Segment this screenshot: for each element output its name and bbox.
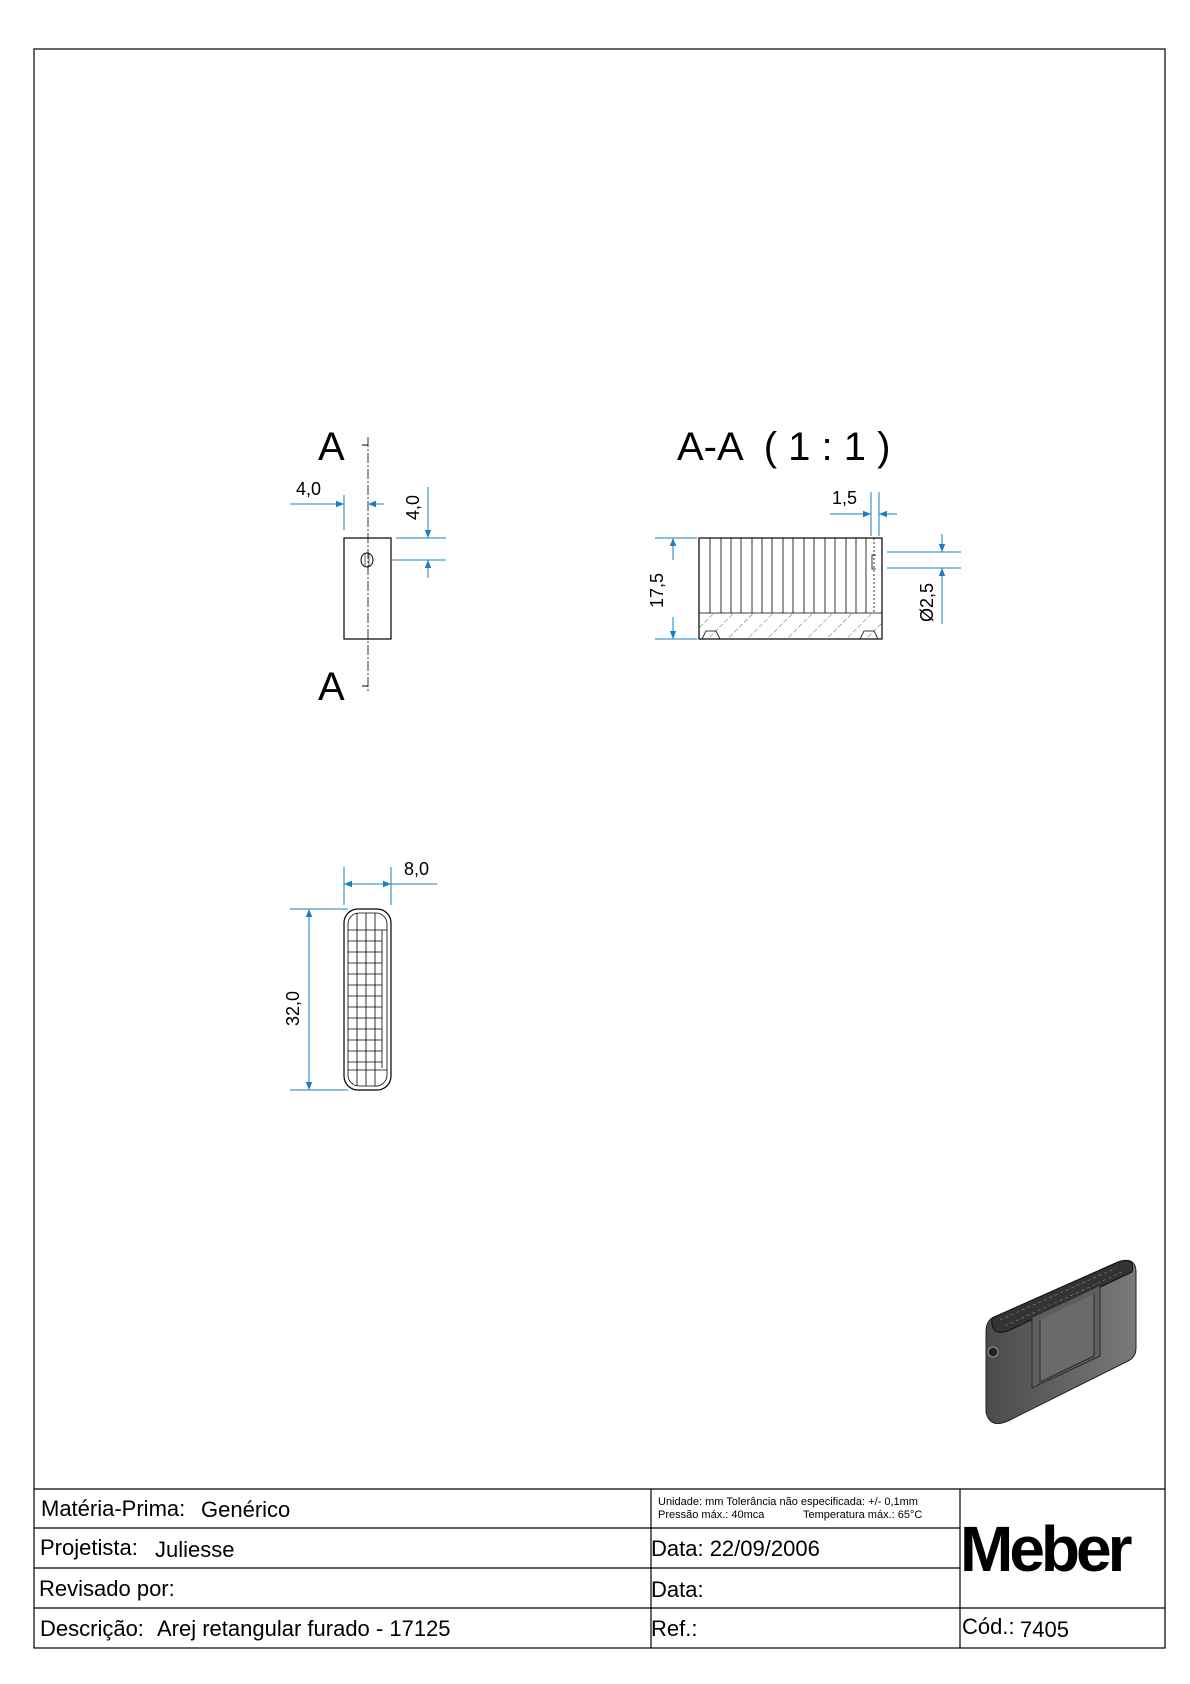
dim-length: 32,0 xyxy=(283,991,303,1026)
section-label-bottom: A xyxy=(318,665,345,709)
section-outline xyxy=(698,537,883,640)
dim-height: 17,5 xyxy=(647,573,667,608)
title-block-grid xyxy=(34,1488,1165,1648)
cod-label: Cód.: xyxy=(962,1614,1015,1639)
dim-vertical: 4,0 xyxy=(403,495,423,520)
ref-label: Ref.: xyxy=(651,1616,698,1641)
revisado-label: Revisado por: xyxy=(39,1576,175,1601)
descricao-label: Descrição: xyxy=(40,1616,144,1641)
section-label-top: A xyxy=(318,425,345,469)
dim-horizontal: 4,0 xyxy=(296,479,321,499)
bottom-outline xyxy=(343,908,392,1091)
materia-value: Genérico xyxy=(201,1497,291,1522)
front-outline xyxy=(343,537,392,640)
projetista-label: Projetista: xyxy=(40,1535,138,1560)
section-title: A-A ( 1 : 1 ) xyxy=(677,425,890,469)
notes-line-1: Unidade: mm Tolerância não especificada:… xyxy=(658,1496,918,1508)
notes-line-2-pressure: Pressão máx.: 40mca xyxy=(658,1509,765,1521)
notes-line-2-temperature: Temperatura máx.: 65°C xyxy=(803,1509,923,1521)
hole xyxy=(360,552,374,568)
meber-logo: Meber xyxy=(960,1513,1132,1585)
cod-value: 7405 xyxy=(1020,1617,1069,1642)
bottom-view: 8,0 32,0 xyxy=(283,859,437,1091)
data-created: Data: 22/09/2006 xyxy=(651,1536,820,1561)
projetista-value: Juliesse xyxy=(155,1537,235,1562)
front-view: A A 4,0 4,0 xyxy=(290,425,446,709)
section-view: A-A ( 1 : 1 ) xyxy=(647,425,961,640)
sheet-border xyxy=(33,48,1166,1649)
dim-hole: Ø2,5 xyxy=(917,583,937,622)
dim-width: 8,0 xyxy=(404,859,429,879)
materia-label: Matéria-Prima: xyxy=(41,1496,186,1521)
dim-wall: 1,5 xyxy=(832,488,857,508)
descricao-value: Arej retangular furado - 17125 xyxy=(157,1616,451,1641)
data-reviewed: Data: xyxy=(651,1577,704,1602)
isometric-view xyxy=(985,1259,1137,1425)
